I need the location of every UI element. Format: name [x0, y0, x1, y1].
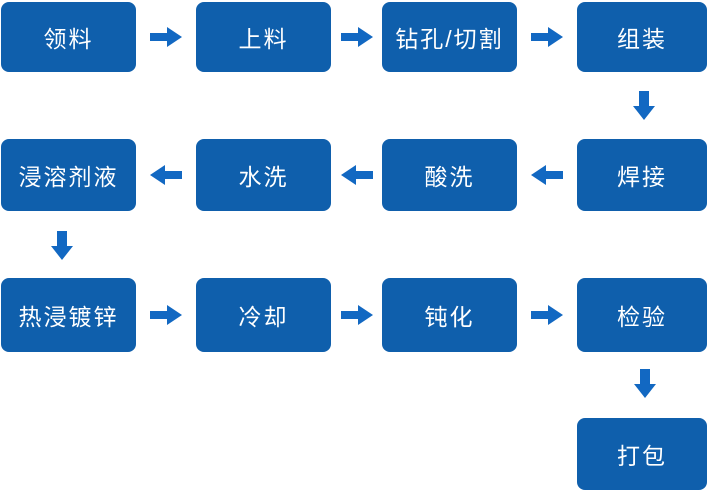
arrow-right-icon	[341, 305, 373, 325]
flow-step-box: 冷却	[196, 278, 331, 352]
flow-step-box: 上料	[196, 2, 331, 72]
arrow-left-icon	[531, 165, 563, 185]
flow-step-box: 钝化	[382, 278, 517, 352]
arrow-right-icon	[150, 305, 182, 325]
flow-step-box: 酸洗	[382, 139, 517, 211]
flow-step-box: 检验	[577, 278, 707, 352]
flow-step-box: 组装	[577, 2, 707, 72]
flow-step-box: 热浸镀锌	[1, 278, 136, 352]
flow-step-box: 浸溶剂液	[1, 139, 136, 211]
arrow-right-icon	[341, 27, 373, 47]
flow-step-box: 钻孔/切割	[382, 2, 517, 72]
arrow-down-icon	[633, 91, 655, 120]
arrow-left-icon	[150, 165, 182, 185]
flow-step-box: 领料	[1, 2, 136, 72]
arrow-down-icon	[51, 231, 73, 260]
arrow-right-icon	[150, 27, 182, 47]
arrow-left-icon	[341, 165, 373, 185]
arrow-down-icon	[634, 369, 656, 398]
flow-step-box: 打包	[577, 418, 707, 490]
arrow-right-icon	[531, 305, 563, 325]
arrow-right-icon	[531, 27, 563, 47]
flow-step-box: 焊接	[577, 139, 707, 211]
flow-step-box: 水洗	[196, 139, 331, 211]
